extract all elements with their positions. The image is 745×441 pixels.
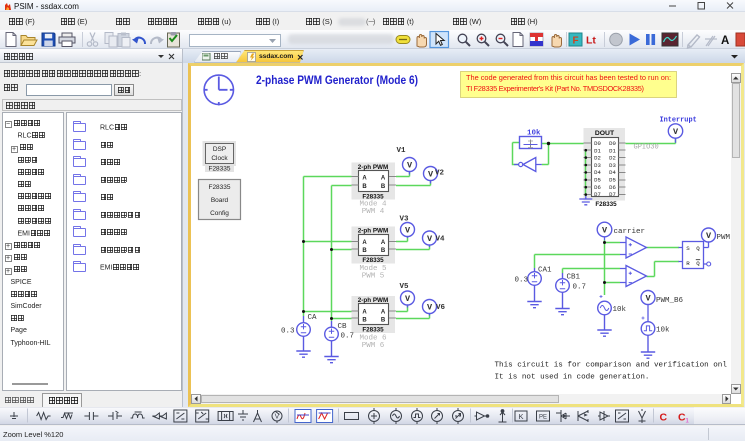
- svg-text:A: A: [381, 310, 386, 316]
- svg-text:It is not used in code generat: It is not used in code generation.: [495, 374, 650, 382]
- svg-text:D5: D5: [609, 177, 616, 184]
- svg-text:D5: D5: [594, 177, 601, 184]
- svg-text:CA: CA: [308, 314, 318, 322]
- svg-text:A: A: [362, 240, 367, 246]
- svg-text:PWM 4: PWM 4: [362, 208, 385, 216]
- svg-text:A: A: [362, 310, 367, 316]
- svg-text:A: A: [362, 176, 367, 182]
- svg-text:Config: Config: [210, 210, 229, 217]
- svg-text:V3: V3: [400, 216, 410, 224]
- svg-text:D0: D0: [594, 140, 601, 147]
- svg-text:B: B: [381, 318, 386, 324]
- svg-text:C: C: [678, 412, 686, 424]
- svg-text:DOUT: DOUT: [595, 130, 615, 137]
- svg-text:GPIO30: GPIO30: [634, 144, 659, 152]
- svg-text:V: V: [706, 231, 712, 241]
- svg-text:V: V: [673, 127, 679, 137]
- svg-text:DSP: DSP: [213, 146, 226, 153]
- svg-text:0.3: 0.3: [514, 277, 528, 285]
- svg-text:PWM 6: PWM 6: [362, 342, 385, 350]
- svg-text:R: R: [686, 260, 690, 267]
- svg-text:A: A: [381, 240, 386, 246]
- svg-text:C: C: [660, 412, 668, 424]
- svg-text:10k: 10k: [613, 306, 627, 314]
- svg-text:CB: CB: [338, 323, 348, 331]
- svg-text:K: K: [518, 412, 523, 421]
- svg-text:Board: Board: [211, 197, 229, 204]
- svg-text:2-ph PWM: 2-ph PWM: [358, 164, 388, 171]
- svg-text:This circuit is for comparison: This circuit is for comparison and verif…: [495, 362, 728, 370]
- svg-text:10k: 10k: [656, 327, 670, 335]
- svg-text:carrier: carrier: [614, 228, 646, 236]
- svg-text:D4: D4: [609, 169, 616, 176]
- svg-text:0.7: 0.7: [341, 333, 355, 341]
- svg-text:CB1: CB1: [567, 274, 581, 282]
- svg-text:Mode 6: Mode 6: [359, 335, 387, 343]
- svg-text:Mode 4: Mode 4: [359, 201, 387, 209]
- svg-text:D6: D6: [609, 184, 616, 191]
- svg-text:D7: D7: [594, 191, 601, 198]
- svg-text:V5: V5: [400, 283, 410, 291]
- svg-text:D3: D3: [594, 162, 601, 169]
- svg-text:V: V: [405, 294, 411, 304]
- svg-text:F28335: F28335: [208, 184, 230, 191]
- svg-text:0.3: 0.3: [281, 328, 295, 336]
- svg-text:B: B: [362, 184, 367, 190]
- svg-text:Mode 5: Mode 5: [359, 265, 387, 273]
- svg-text:V: V: [428, 170, 434, 180]
- svg-text:Lt: Lt: [586, 35, 596, 47]
- svg-text:D6: D6: [594, 184, 601, 191]
- svg-text:PWM_B6: PWM_B6: [656, 297, 684, 305]
- svg-text:F28335: F28335: [362, 194, 384, 201]
- svg-text:CA1: CA1: [538, 267, 552, 275]
- svg-text:0.7: 0.7: [573, 284, 587, 292]
- svg-text:F28335: F28335: [595, 201, 617, 208]
- svg-text:TI F28335 Experimenter's Kit (: TI F28335 Experimenter's Kit (Part No. T…: [466, 84, 644, 93]
- svg-text:2-ph PWM: 2-ph PWM: [358, 228, 388, 235]
- svg-text:V: V: [407, 161, 413, 171]
- svg-text:V: V: [427, 303, 433, 313]
- svg-text:2-phase PWM Generator (Mode 6): 2-phase PWM Generator (Mode 6): [256, 73, 418, 87]
- svg-text:Q: Q: [696, 260, 700, 267]
- svg-text:1: 1: [686, 419, 690, 425]
- svg-text:V: V: [427, 234, 433, 244]
- svg-text:D2: D2: [609, 155, 616, 162]
- svg-text:Clock: Clock: [211, 155, 228, 162]
- svg-text:PWM: PWM: [717, 234, 731, 242]
- svg-text:B: B: [381, 248, 386, 254]
- svg-text:D0: D0: [609, 140, 616, 147]
- svg-text:B: B: [381, 184, 386, 190]
- svg-text:V1: V1: [397, 147, 407, 155]
- svg-text:10k: 10k: [527, 130, 541, 138]
- svg-text:F: F: [572, 36, 578, 47]
- svg-text:D4: D4: [594, 169, 601, 176]
- svg-text:V2: V2: [435, 170, 445, 178]
- svg-text:D2: D2: [594, 155, 601, 162]
- svg-text:D1: D1: [609, 147, 616, 154]
- svg-text:D1: D1: [594, 147, 601, 154]
- svg-text:PWM 5: PWM 5: [362, 273, 385, 281]
- svg-text:Q: Q: [696, 245, 700, 252]
- svg-text:B: B: [362, 248, 367, 254]
- svg-text:D7: D7: [609, 191, 616, 198]
- svg-text:2-ph PWM: 2-ph PWM: [358, 297, 388, 304]
- svg-text:F28335: F28335: [362, 257, 384, 264]
- svg-text:V: V: [645, 294, 651, 304]
- svg-text:A: A: [381, 176, 386, 182]
- svg-text:V6: V6: [436, 304, 446, 312]
- svg-text:The code generated from this c: The code generated from this circuit has…: [466, 73, 671, 82]
- svg-text:V: V: [405, 226, 411, 236]
- svg-text:B: B: [362, 318, 367, 324]
- svg-text:PE: PE: [539, 415, 547, 421]
- svg-text:F28335: F28335: [208, 166, 230, 173]
- svg-text:Interrupt: Interrupt: [660, 117, 697, 125]
- svg-text:F28335: F28335: [362, 327, 384, 334]
- svg-text:S: S: [686, 245, 690, 252]
- svg-text:V4: V4: [436, 236, 446, 244]
- svg-text:V: V: [602, 226, 608, 236]
- svg-text:A: A: [721, 35, 729, 47]
- svg-text:D3: D3: [609, 162, 616, 169]
- svg-text:V: V: [275, 414, 280, 421]
